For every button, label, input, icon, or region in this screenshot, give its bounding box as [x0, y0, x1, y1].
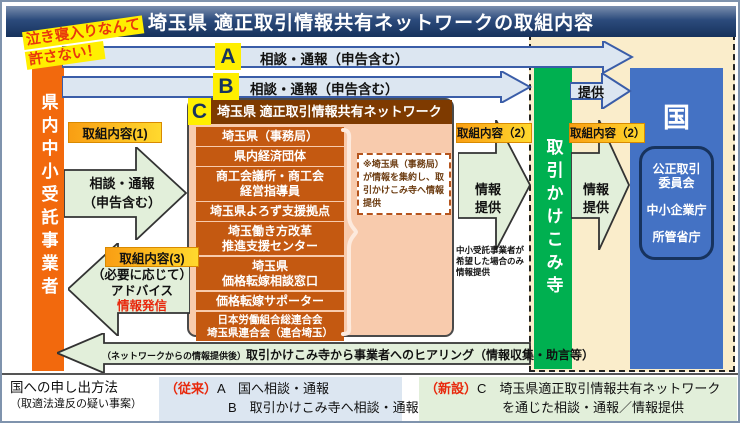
new-legend-box: （新設）C 埼玉県適正取引情報共有ネットワーク を通じた相談・通報／情報提供 [419, 377, 737, 421]
content2b-arrow [571, 120, 630, 250]
method-label: 国への申し出方法 （取適法違反の疑い事案） [10, 379, 142, 411]
legacy-line2: B 取引かけこみ寺へ相談・通報 [228, 399, 419, 415]
network-header: 埼玉県 適正取引情報共有ネットワーク [189, 100, 452, 124]
teikyo-label: 提供 [578, 85, 605, 100]
legacy-legend-box: （従来）A 国へ相談・通報 B 取引かけこみ寺へ相談・通報 [159, 377, 419, 421]
agency-ministries: 所管省庁 [652, 230, 701, 244]
flow-a-arrow [62, 41, 634, 73]
content2a-tag: 取組内容（2） [456, 123, 532, 143]
agency-sme: 中小企業庁 [646, 203, 707, 217]
new-tag: （新設） [425, 381, 478, 396]
content2a-arrow-text: 情報 提供 [474, 182, 501, 216]
content3-text-red: 情報発信 [116, 299, 167, 314]
content1-tag: 取組内容(1) [68, 122, 162, 143]
flow-a-label: 相談・通報（申告含む） [260, 52, 409, 67]
flow-b-label: 相談・通報（申告含む） [250, 82, 399, 97]
network-member: 埼玉県よろず支援拠点 [196, 202, 344, 221]
content1-arrow [64, 147, 188, 240]
hearing-arrow [57, 333, 531, 373]
kakekomi-temple-bar: 取引かけこみ寺 [534, 68, 572, 369]
network-member: 商工会議所・商工会 経営指導員 [196, 167, 344, 201]
new-c-text: C 埼玉県適正取引情報共有ネットワーク [477, 381, 721, 396]
legacy-line1: （従来）A 国へ相談・通報 [165, 380, 396, 399]
network-members-list: 埼玉県（事務局） 県内経済団体 商工会議所・商工会 経営指導員 埼玉県よろず支援… [196, 127, 344, 342]
network-member: 日本労働組合総連合会 埼玉県連合会（連合埼玉） [196, 311, 344, 342]
content2a-note: 中小受託事業者が 希望した場合のみ 情報提供 [456, 245, 525, 278]
content2b-arrow-text: 情報 提供 [582, 182, 609, 216]
network-c-badge: C [188, 98, 211, 125]
network-note: ※埼玉県（事務局）が情報を集約し、取引かけこみ寺へ情報提供 [357, 153, 451, 216]
nation-label: 国 [663, 103, 690, 133]
subcontractors-bar: 県内中小受託事業者 [32, 57, 64, 371]
hearing-label: 取引かけこみ寺から事業者へのヒアリング（情報収集・助言等） [246, 348, 595, 362]
flow-b-badge: B [213, 73, 239, 100]
network-member: 埼玉県 価格転嫁相談窓口 [196, 256, 344, 291]
new-line1: （新設）C 埼玉県適正取引情報共有ネットワーク [425, 380, 731, 399]
network-member: 価格転嫁サポーター [196, 291, 344, 311]
content2b-tag: 取組内容（2） [569, 123, 645, 143]
agency-ftc: 公正取引 委員会 [652, 161, 701, 190]
content3-arrow-text: （必要に応じて） アドバイス 情報発信 [90, 268, 194, 315]
legacy-a-text: A 国へ相談・通報 [217, 381, 329, 396]
legend-divider [2, 373, 738, 375]
hearing-prefix: （ネットワークからの情報提供後） [102, 351, 247, 361]
content1-arrow-text: 相談・通報 （申告含む） [82, 176, 161, 210]
kakekomi-temple-label: 取引かけこみ寺 [543, 138, 563, 299]
network-member: 埼玉働き方改革 推進支援センター [196, 222, 344, 256]
content3-tag: 取組内容(3) [105, 247, 199, 267]
legacy-tag: （従来） [165, 381, 218, 396]
teikyo-arrow [570, 73, 632, 109]
content2a-arrow [458, 120, 532, 250]
nation-agencies-box: 公正取引 委員会 中小企業庁 所管省庁 [639, 146, 714, 260]
network-member: 埼玉県（事務局） [196, 127, 344, 146]
flow-a-badge: A [215, 43, 241, 70]
method-line2: （取適法違反の疑い事案） [10, 397, 142, 410]
flow-b-arrow [62, 71, 532, 103]
content3-text-black: （必要に応じて） アドバイス [91, 268, 192, 298]
method-line1: 国への申し出方法 [10, 380, 118, 395]
subcontractors-label: 県内中小受託事業者 [38, 93, 58, 300]
members-brace [341, 128, 358, 336]
nation-box: 国 公正取引 委員会 中小企業庁 所管省庁 [630, 68, 723, 369]
network-member: 県内経済団体 [196, 147, 344, 166]
new-line2: を通じた相談・通報／情報提供 [501, 399, 684, 415]
hearing-text: （ネットワークからの情報提供後）取引かけこみ寺から事業者へのヒアリング（情報収集… [102, 346, 594, 364]
